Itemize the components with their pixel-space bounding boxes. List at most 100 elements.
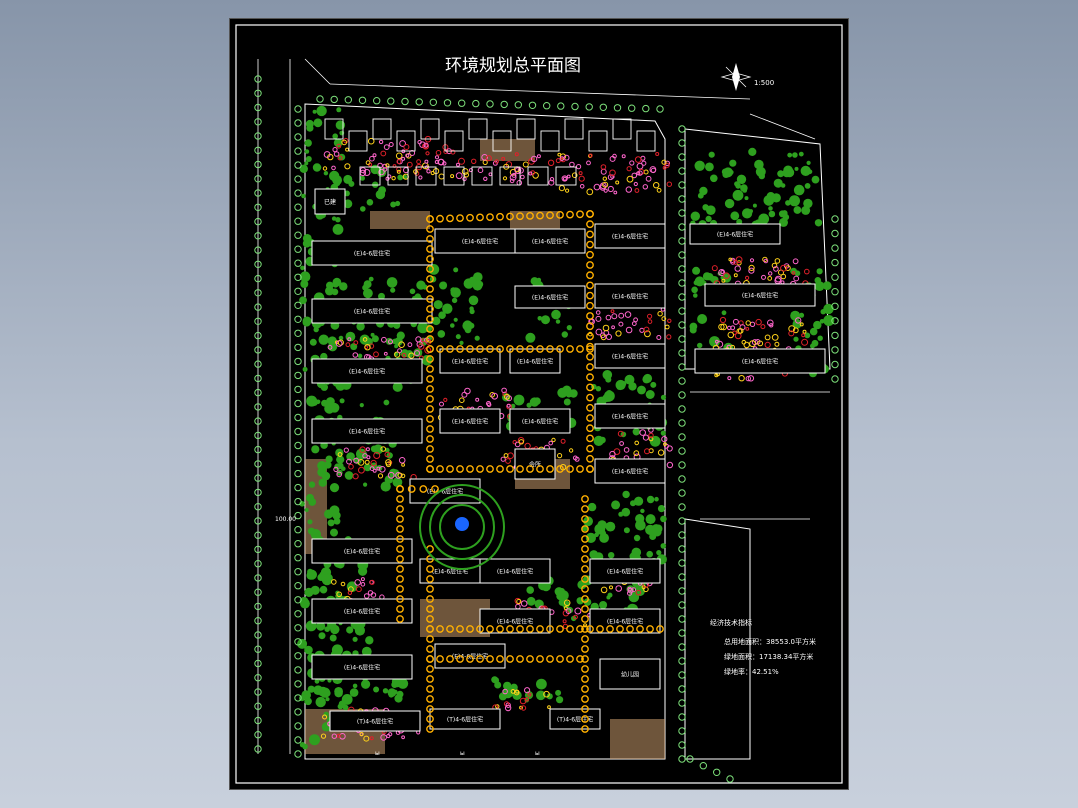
tree-canopy [329, 505, 340, 516]
tree-canopy [793, 336, 799, 342]
building-label: (E)4-6层住宅 [532, 294, 568, 302]
tree-symbol-icon [254, 617, 262, 625]
flower-symbol [583, 623, 588, 628]
flower-symbol [500, 456, 506, 462]
flower-symbol [721, 278, 726, 283]
flower-symbol [785, 265, 791, 272]
flower-symbol [322, 166, 328, 171]
flower-symbol [588, 153, 593, 158]
flower-symbol [565, 608, 572, 614]
tree-symbol-icon [678, 181, 686, 189]
building-footprint [311, 538, 413, 564]
flower-symbol [718, 323, 725, 331]
flower-symbol [586, 188, 594, 196]
road-tree-icon [536, 211, 544, 220]
drawing-frame [235, 24, 843, 784]
tree-canopy [765, 199, 771, 204]
flower-symbol [774, 258, 781, 264]
road-line-diagonal [304, 58, 331, 85]
legend-row-site-area: 总用地面积：38553.0平方米 [724, 637, 816, 646]
flower-symbol [418, 343, 425, 350]
flower-symbol [728, 257, 733, 262]
building-footprint [589, 558, 661, 584]
tree-canopy [660, 543, 667, 549]
tree-canopy [306, 493, 314, 502]
tree-canopy [525, 332, 536, 343]
flower-symbol [727, 376, 732, 381]
tree-canopy [370, 332, 375, 337]
building-label: (E)4-6层住宅 [354, 308, 390, 316]
tree-canopy [305, 156, 312, 162]
flower-symbol [403, 144, 410, 150]
flower-symbol [373, 351, 379, 358]
road-tree-icon [626, 625, 634, 633]
tree-symbol-icon [254, 331, 262, 340]
tree-symbol-icon [294, 666, 302, 674]
tree-canopy [632, 428, 640, 436]
flower-symbol [600, 586, 608, 594]
road-tree-icon [646, 625, 654, 633]
tree-canopy [325, 697, 330, 702]
tree-symbol-icon [678, 643, 686, 651]
flower-symbol [780, 280, 785, 285]
residential-building: (E)4-6层住宅 [694, 348, 826, 374]
flower-symbol [655, 152, 660, 156]
flower-symbol [761, 274, 766, 280]
flower-symbol [358, 466, 365, 474]
tree-canopy [309, 734, 320, 746]
road-tree-icon [396, 605, 404, 613]
tree-symbol-icon [294, 427, 302, 436]
road-tree-icon [581, 635, 589, 643]
flower-symbol [513, 689, 520, 696]
road-tree-icon [466, 655, 474, 663]
road-tree-icon [396, 585, 404, 593]
road-tree-icon [586, 454, 594, 463]
flower-symbol [602, 176, 607, 181]
tree-canopy [640, 508, 645, 514]
flower-symbol [384, 451, 391, 458]
tree-canopy [820, 309, 826, 315]
north-scale-label: 1:500 [754, 79, 774, 87]
road-tree-icon [456, 345, 464, 353]
tree-canopy [691, 286, 698, 294]
tree-symbol-icon [254, 289, 262, 297]
tree-canopy [300, 280, 309, 288]
tree-canopy [537, 316, 543, 321]
tree-canopy [326, 397, 335, 406]
tree-canopy [806, 160, 811, 165]
building-label: (E)4-6层住宅 [462, 238, 498, 246]
flower-symbol [424, 165, 430, 170]
tree-canopy [323, 689, 331, 697]
villa-footprint [396, 130, 416, 152]
tree-canopy [303, 235, 311, 243]
road-tree-icon [581, 585, 589, 593]
road-tree-icon [566, 655, 574, 663]
tree-canopy [803, 198, 813, 209]
road-tree-icon [426, 555, 434, 563]
tree-symbol-icon [726, 775, 734, 783]
tree-canopy [335, 120, 346, 130]
tree-symbol-icon [831, 317, 839, 325]
bottom-label-2: ы [460, 750, 465, 757]
tree-canopy [799, 312, 805, 318]
flower-symbol [408, 352, 415, 359]
tree-canopy [804, 332, 811, 339]
road-tree-icon [581, 655, 589, 663]
residential-building: (T)4-6层住宅 [329, 710, 421, 732]
flower-symbol [511, 172, 517, 178]
flower-symbol [443, 397, 448, 402]
tree-canopy [361, 679, 371, 689]
flower-symbol [543, 690, 550, 698]
flower-symbol [434, 160, 439, 164]
tree-canopy [622, 490, 630, 499]
flower-symbol [341, 139, 347, 146]
road-tree-icon [426, 335, 434, 343]
tree-canopy [368, 276, 374, 282]
road-tree-icon [581, 605, 589, 613]
tree-symbol-icon [831, 229, 839, 238]
road-line-top-right [749, 113, 816, 140]
flower-symbol [528, 171, 533, 176]
tree-canopy [450, 287, 461, 298]
road-tree-icon [496, 465, 504, 473]
flower-symbol [615, 585, 623, 592]
